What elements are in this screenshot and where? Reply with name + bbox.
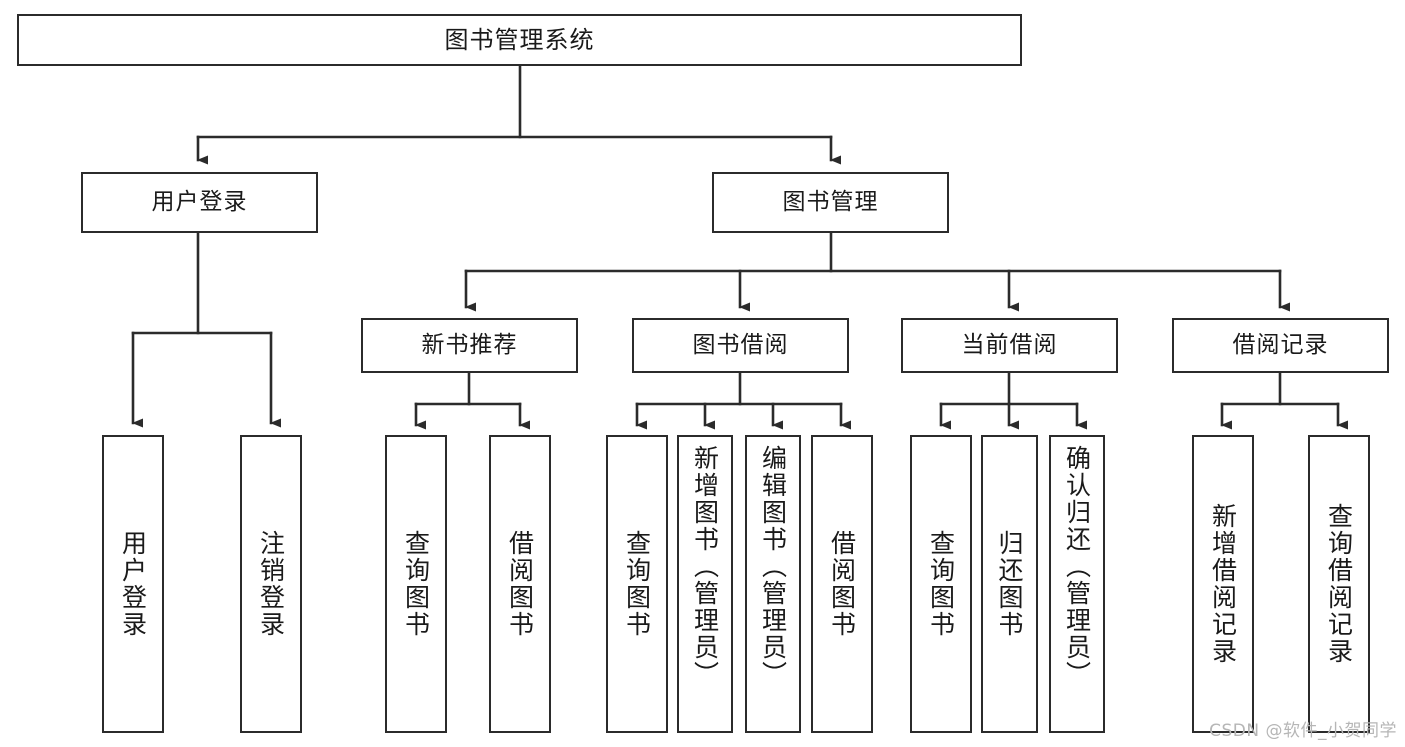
leaf-borrow-edit-book[interactable]: 编辑图书（管理员） <box>745 435 801 733</box>
csdn-watermark: CSDN @软件_小贺同学 <box>1209 721 1397 741</box>
leaf-borrow-edit-book-label: 编辑图书（管理员） <box>758 445 788 688</box>
node-borrow-record[interactable]: 借阅记录 <box>1172 318 1389 373</box>
leaf-borrow-query-book[interactable]: 查询图书 <box>606 435 668 733</box>
leaf-record-add-label: 新增借阅记录 <box>1208 503 1238 665</box>
node-book-borrow[interactable]: 图书借阅 <box>632 318 849 373</box>
leaf-borrow-query-book-label: 查询图书 <box>622 530 652 638</box>
leaf-current-query-book[interactable]: 查询图书 <box>910 435 972 733</box>
leaf-borrow-lend-book-label: 借阅图书 <box>827 530 857 638</box>
leaf-recommend-borrow-book-label: 借阅图书 <box>505 530 535 638</box>
leaf-record-search-label: 查询借阅记录 <box>1324 503 1354 665</box>
node-book-manage-label: 图书管理 <box>782 188 879 215</box>
leaf-current-return-book-label: 归还图书 <box>995 530 1024 638</box>
node-user-login-label: 用户登录 <box>151 188 248 215</box>
node-borrow-record-label: 借阅记录 <box>1232 331 1329 358</box>
node-user-login[interactable]: 用户登录 <box>81 172 318 233</box>
leaf-recommend-query-book[interactable]: 查询图书 <box>385 435 447 733</box>
leaf-user-logout-label: 注销登录 <box>256 530 286 638</box>
node-root-label: 图书管理系统 <box>444 25 595 54</box>
node-current-borrow[interactable]: 当前借阅 <box>901 318 1118 373</box>
node-new-book-recommend-label: 新书推荐 <box>421 331 518 358</box>
node-new-book-recommend[interactable]: 新书推荐 <box>361 318 578 373</box>
leaf-current-confirm-return-label: 确认归还（管理员） <box>1062 445 1092 688</box>
leaf-user-logout[interactable]: 注销登录 <box>240 435 302 733</box>
leaf-borrow-lend-book[interactable]: 借阅图书 <box>811 435 873 733</box>
leaf-current-return-book[interactable]: 归还图书 <box>981 435 1038 733</box>
leaf-borrow-add-book-label: 新增图书（管理员） <box>690 445 720 688</box>
node-book-manage[interactable]: 图书管理 <box>712 172 949 233</box>
leaf-record-add[interactable]: 新增借阅记录 <box>1192 435 1254 733</box>
leaf-user-login[interactable]: 用户登录 <box>102 435 164 733</box>
leaf-recommend-borrow-book[interactable]: 借阅图书 <box>489 435 551 733</box>
leaf-current-confirm-return[interactable]: 确认归还（管理员） <box>1049 435 1105 733</box>
leaf-user-login-label: 用户登录 <box>118 530 148 638</box>
leaf-record-search[interactable]: 查询借阅记录 <box>1308 435 1370 733</box>
leaf-recommend-query-book-label: 查询图书 <box>401 530 431 638</box>
leaf-current-query-book-label: 查询图书 <box>926 530 956 638</box>
node-current-borrow-label: 当前借阅 <box>961 331 1058 358</box>
node-root[interactable]: 图书管理系统 <box>17 14 1022 66</box>
node-book-borrow-label: 图书借阅 <box>692 331 789 358</box>
leaf-borrow-add-book[interactable]: 新增图书（管理员） <box>677 435 733 733</box>
